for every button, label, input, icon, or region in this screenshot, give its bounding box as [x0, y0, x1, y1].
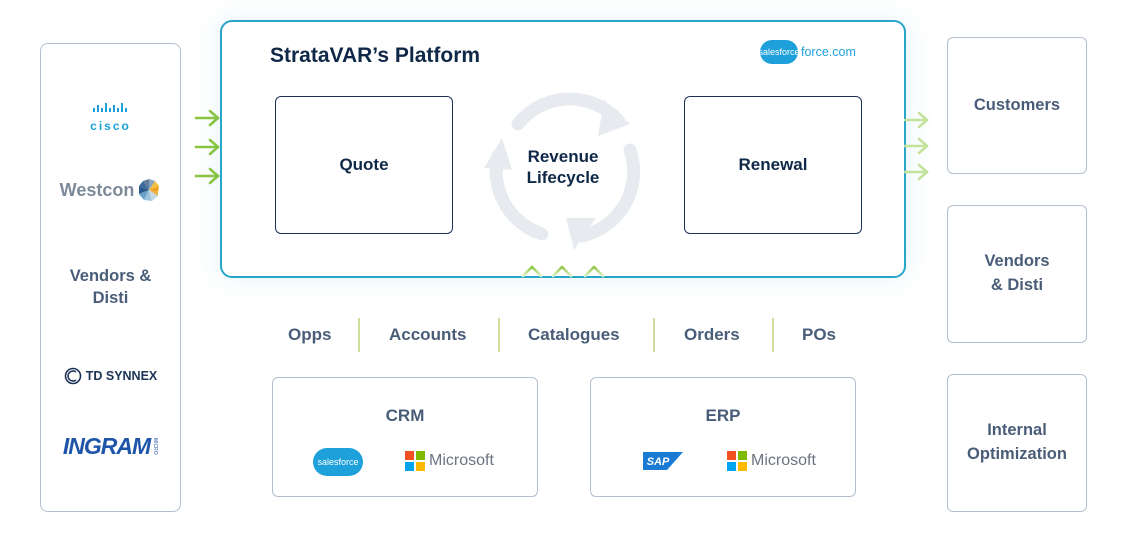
salesforce-cloud-icon: salesforce — [758, 40, 800, 64]
ingram-text: INGRAM — [62, 433, 151, 459]
platform-title: StrataVAR’s Platform — [270, 44, 481, 67]
microsoft-text: Microsoft — [751, 452, 816, 469]
cisco-bars-icon — [92, 103, 127, 112]
data-divider — [358, 318, 360, 352]
data-divider — [653, 318, 655, 352]
westcon-text: Westcon — [59, 179, 135, 200]
data-object-orders: Orders — [684, 325, 740, 344]
crm-box: CRM salesforce Microsoft — [272, 377, 538, 497]
ingram-micro-logo: INGRAM MICRO — [41, 433, 180, 460]
vendors-disti-column: cisco Westcon Vendors & Disti — [40, 43, 181, 512]
microsoft-squares-icon — [727, 451, 747, 471]
force-com-text: force.com — [801, 45, 856, 59]
td-synnex-circle-icon — [64, 367, 82, 385]
sap-text: SAP — [646, 456, 670, 468]
sap-shape-icon — [643, 452, 683, 470]
data-object-pos: POs — [802, 325, 837, 344]
microsoft-logo: Microsoft — [727, 451, 816, 471]
salesforce-cloud-icon: salesforce — [313, 448, 363, 476]
microsoft-squares-icon — [405, 451, 425, 471]
stratavar-platform: StrataVAR’s Platform salesforce force.co… — [220, 20, 906, 278]
inbound-arrows — [194, 109, 220, 185]
data-object-opps: Opps — [288, 325, 332, 344]
erp-box: ERP SAP Microsoft — [590, 377, 856, 497]
customers-box: Customers — [947, 37, 1087, 174]
data-object-accounts: Accounts — [389, 325, 467, 344]
revenue-lifecycle-label: Revenue Lifecycle — [526, 147, 600, 187]
salesforce-logo: salesforce — [313, 448, 363, 476]
cisco-logo: cisco — [41, 102, 180, 133]
westcon-burst-icon — [139, 179, 160, 201]
renewal-box: Renewal — [684, 96, 862, 234]
vendors-disti-label: Vendors & Disti — [69, 267, 152, 307]
data-object-catalogues: Catalogues — [528, 325, 620, 344]
quote-box: Quote — [275, 96, 453, 234]
erp-title: ERP — [705, 406, 741, 425]
vendors-disti-output-box: Vendors& Disti — [947, 205, 1087, 343]
outbound-arrows — [903, 111, 929, 181]
crm-title: CRM — [385, 406, 425, 425]
microsoft-text: Microsoft — [429, 452, 494, 469]
ingram-micro-subtext: MICRO — [152, 438, 159, 455]
data-divider — [772, 318, 774, 352]
force-com-badge: salesforce force.com — [758, 40, 856, 64]
cisco-text: cisco — [90, 119, 131, 133]
sap-logo: SAP — [643, 452, 683, 471]
td-synnex-text: TD SYNNEX — [85, 369, 158, 383]
td-synnex-logo: TD SYNNEX — [41, 367, 180, 385]
microsoft-logo: Microsoft — [405, 451, 494, 471]
data-divider — [498, 318, 500, 352]
upward-arrows — [521, 265, 605, 294]
lifecycle-cycle-icon — [484, 92, 641, 250]
westcon-logo: Westcon — [41, 178, 180, 202]
